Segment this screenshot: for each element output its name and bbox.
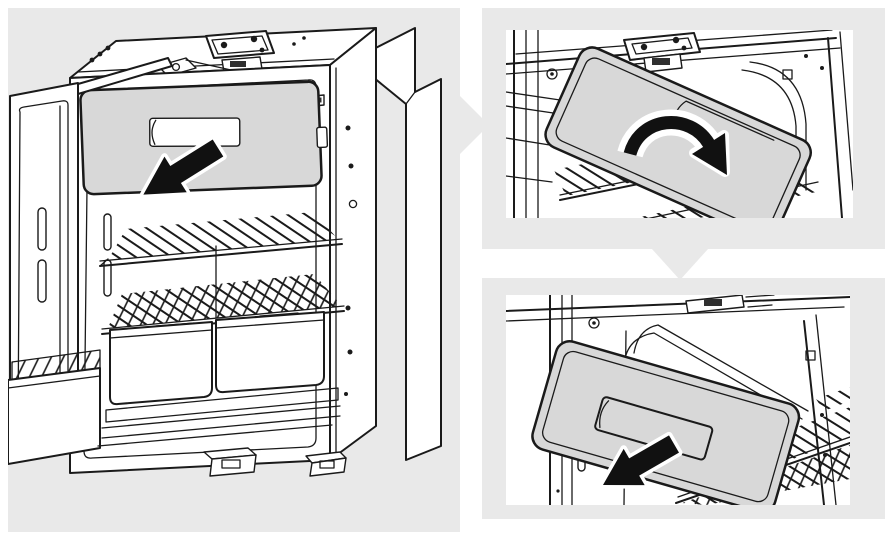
triangle-down-icon xyxy=(652,249,708,280)
cabinet-right-edge xyxy=(741,31,853,218)
cabinet-top-rail xyxy=(506,295,850,322)
flap-rotate-illustration xyxy=(506,30,853,218)
crisper-bin-right xyxy=(215,311,325,394)
step-3-panel xyxy=(482,278,885,519)
flap-remove-illustration xyxy=(506,295,850,505)
freezer-flap-removed xyxy=(531,340,801,505)
flap-handle-recess xyxy=(149,117,241,148)
pull-direction-arrow xyxy=(139,136,227,199)
door-frame-left xyxy=(506,30,561,218)
step-2-illustration-box xyxy=(506,30,853,218)
step-2-panel xyxy=(482,8,885,249)
triangle-right-icon xyxy=(459,95,489,155)
cabinet-base-feet xyxy=(97,424,347,477)
remove-direction-arrow xyxy=(599,431,683,489)
interior-floor xyxy=(101,387,341,439)
fridge-interior xyxy=(99,212,345,439)
enclosure-wall xyxy=(351,27,442,461)
open-door xyxy=(8,57,173,465)
freezer-flap xyxy=(79,80,329,196)
top-hinge-plate xyxy=(623,32,701,73)
crisper-bin-left xyxy=(109,321,213,406)
step-3-illustration-box xyxy=(506,295,850,505)
step-1-panel xyxy=(8,8,460,532)
fridge-open-door-illustration xyxy=(8,27,442,477)
door-bottle-bin xyxy=(8,349,101,465)
wire-shelf-upper xyxy=(99,212,343,319)
rotate-flap-arrow xyxy=(617,109,730,177)
freezer-flap-tilted xyxy=(544,46,812,218)
